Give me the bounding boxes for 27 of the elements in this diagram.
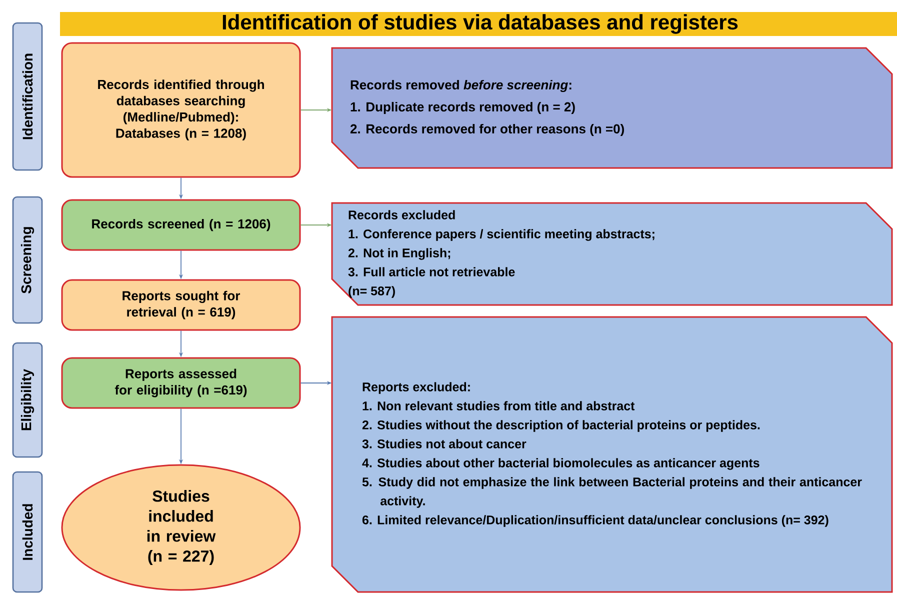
process-box: Reports sought for retrieval (n = 619) — [61, 279, 301, 331]
list-item: 4. Studies about other bacterial biomolecules as anticancer agents — [362, 458, 760, 470]
stage-label: Eligibility — [12, 342, 43, 458]
stage-label: Identification — [12, 22, 43, 171]
process-box: Reports assessed for eligibility (n =619) — [61, 357, 301, 409]
list-heading: Records removed before screening: — [350, 80, 572, 92]
list-item: 3. Studies not about cancer — [362, 439, 526, 448]
list-item: 6. Limited relevance/Duplication/insufficient data/unclear conclusions (n= 392) — [362, 515, 828, 527]
process-box: Records identified through databases searching (Medline/Pubmed): Databases (n = 1208) — [61, 42, 301, 178]
process-box: Records screened (n = 1206) — [61, 199, 301, 251]
list-item: 5. Study did not emphasize the link between Bacterial proteins and their anticancer activity. — [362, 477, 862, 508]
list-heading: Records excluded — [348, 210, 455, 220]
exclusion-box — [331, 47, 893, 169]
exclusion-box — [331, 316, 893, 593]
list-item: 1. Non relevant studies from title and abstract — [362, 401, 635, 410]
stage-label: Screening — [12, 196, 43, 324]
exclusion-box — [331, 202, 893, 306]
list-item: (n= 587) — [348, 286, 395, 298]
list-item: 1. Conference papers / scientific meeting abstracts; — [348, 229, 654, 241]
list-item: 2. Studies without the description of bacterial proteins or peptides. — [362, 420, 760, 432]
title-band: Identification of studies via databases and registers — [60, 12, 897, 36]
stage-label: Included — [12, 471, 43, 593]
list-item: 3. Full article not retrievable — [348, 267, 515, 276]
list-item: 1. Duplicate records removed (n = 2) — [350, 102, 575, 114]
list-heading: Reports excluded: — [362, 382, 470, 394]
list-item: 2. Not in English; — [348, 248, 450, 260]
list-item: 2. Records removed for other reasons (n =0) — [350, 124, 624, 136]
